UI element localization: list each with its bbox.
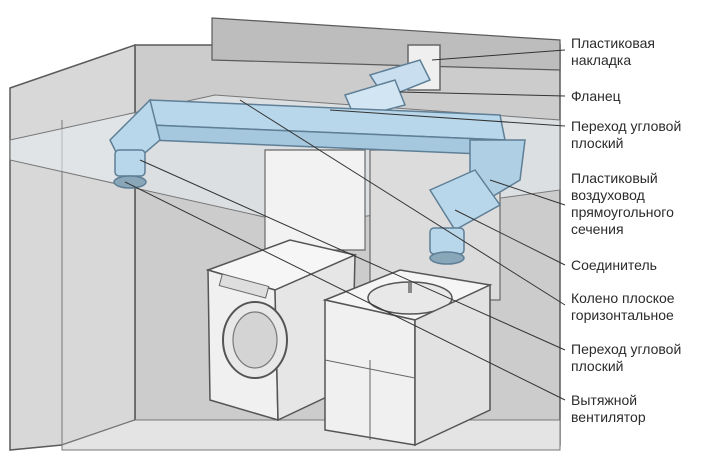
label-line: Колено плоское [571, 290, 675, 306]
leader-transition-2 [139, 159, 566, 351]
washer-door-inner [232, 311, 278, 369]
label-line: Фланец [571, 88, 621, 104]
label-plastic-duct: Пластиковый воздуховод прямоугольного се… [571, 170, 674, 238]
leader-connector [454, 209, 566, 266]
vanity-side [414, 283, 491, 447]
leader-lines [124, 49, 566, 401]
label-line: плоский [571, 135, 624, 151]
left-wall [9, 43, 136, 451]
left-fan-grille [113, 175, 147, 189]
label-exhaust-fan: Вытяжной вентилятор [571, 392, 646, 426]
label-line: вентилятор [571, 409, 646, 425]
label-line: Пластиковая [571, 35, 655, 51]
label-line: горизонтальное [571, 307, 674, 323]
label-line: плоский [571, 358, 624, 374]
label-line: прямоугольного [571, 204, 674, 220]
left-transition [114, 149, 146, 177]
vanity-shelf-line [324, 359, 416, 379]
sink-vanity [322, 269, 493, 447]
label-line: накладка [571, 52, 632, 68]
label-line: Переход угловой [571, 118, 682, 134]
label-plastic-cover: Пластиковая накладка [571, 35, 655, 69]
leader-plastic-cover [431, 49, 566, 61]
leader-transition-1 [329, 109, 566, 127]
label-flat-angle-transition-bottom: Переход угловой плоский [571, 341, 681, 375]
label-flat-angle-transition-top: Переход угловой плоский [571, 118, 681, 152]
leader-flange [399, 91, 566, 97]
duct-system [109, 44, 526, 265]
floor [61, 419, 561, 451]
label-line: сечения [571, 221, 624, 237]
label-flat-elbow: Колено плоское горизонтальное [571, 290, 675, 324]
duct-right-run [428, 169, 502, 232]
leader-plastic-duct [489, 179, 566, 206]
label-line: воздуховод [571, 187, 645, 203]
wall-cabinet [264, 149, 366, 251]
right-fan-grille [429, 251, 465, 265]
faucet [408, 283, 412, 293]
leader-elbow [239, 99, 566, 306]
label-line: Соединитель [571, 257, 657, 273]
washer-panel [218, 273, 270, 299]
label-line: Вытяжной [571, 392, 638, 408]
label-flange: Фланец [571, 88, 621, 105]
label-connector: Соединитель [571, 257, 657, 274]
label-line: Пластиковый [571, 170, 658, 186]
leader-fan [124, 181, 566, 401]
label-line: Переход угловой [571, 341, 682, 357]
right-transition [429, 227, 465, 255]
